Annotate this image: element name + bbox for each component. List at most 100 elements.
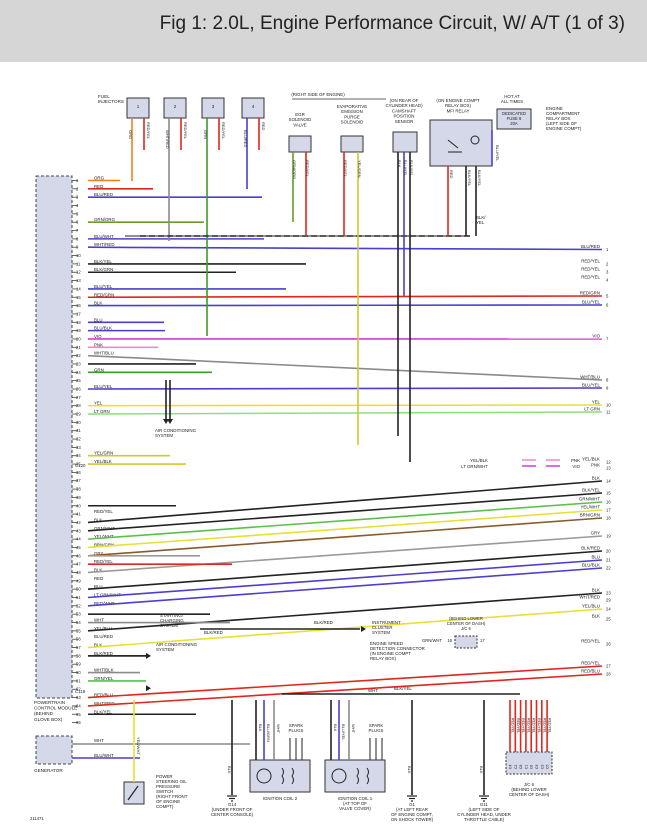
pcm-pin-number: 22 (76, 353, 81, 358)
cam-position-label: (ON REAR OF (390, 98, 419, 103)
right-wire-label: RED/GRN (580, 291, 600, 296)
injector-wire-label: RED (261, 122, 266, 131)
mfi-relay-label: MFI RELAY (447, 108, 470, 113)
ignition-coil-1-label: (AT TOP OF (343, 801, 367, 806)
horizontal-wire (87, 295, 603, 299)
pcm-pin-number: 33 (76, 445, 81, 450)
injector-wire-label: GRN (203, 130, 208, 139)
pcm-pin-wire-label: LT GRN (94, 409, 110, 414)
mid-connector-left-label: LT GRN/WHT (461, 464, 488, 469)
pcm-pin-number: 36 (76, 470, 81, 475)
right-wire-number: 5 (606, 294, 609, 299)
pcm-pin-number: 54 (76, 620, 81, 625)
jc6-wire-label: RED/YEL (526, 718, 530, 733)
injector-number: 4 (252, 104, 255, 109)
injector-wire-label: RED/YEL (221, 122, 226, 140)
pcm-pin-number: 53 (76, 612, 81, 617)
pcm-pin-number: 29 (76, 412, 81, 417)
egr-solenoid-valve (288, 135, 312, 153)
horizontal-wire (87, 535, 603, 574)
pcm-pin-number: 11 (76, 261, 81, 266)
pcm-pin-wire-label: BLU/YEL (94, 384, 113, 389)
right-wire-number: 13 (606, 466, 611, 471)
right-wire-number: 17 (606, 508, 611, 513)
pcm-pin-number: 24 (76, 370, 81, 375)
g1-label: (AT LEFT REAR (396, 807, 428, 812)
pcm-pin-wire-label: BLK (94, 567, 102, 572)
pcm-pin-wire-label: GRN/WHT (94, 526, 115, 531)
right-wire-label: RED/YEL (581, 259, 600, 264)
egr-valve-label: SOLENOID (289, 117, 312, 122)
ground-wire-label: BLK (227, 766, 232, 774)
jc6-pin-label: C1 (524, 765, 528, 769)
pcm-pin-wire-label: BRN/GRN (94, 542, 114, 547)
fuse-label: FUSE 8 (507, 116, 522, 121)
connector-c120-label: C120 (75, 463, 86, 468)
right-wire-number: 26 (606, 642, 611, 647)
engine-speed-connector-label: (IN ENGINE COMPT (370, 651, 411, 656)
pcm-pin-number: 42 (76, 520, 81, 525)
pcm-pin-number: 26 (76, 387, 81, 392)
pcm-pin-wire-label: BLK (94, 517, 102, 522)
right-wire-label: BLU (591, 555, 600, 560)
pcm-pin-number: 40 (76, 503, 81, 508)
ps-switch-label: PRESSURE (156, 784, 180, 789)
right-wire-label: BLU/RED (581, 244, 600, 249)
jc6-label: CENTER OF DASH) (509, 792, 550, 797)
pcm-pin-number: 10 (76, 253, 81, 258)
pcm-pin-number: 12 (76, 270, 81, 275)
right-wire-number: 21 (606, 558, 611, 563)
relay-coil (470, 135, 480, 145)
pcm-pin-number: 48 (76, 570, 81, 575)
right-wire-number: 2 (606, 262, 609, 267)
jc6-pin-label: C8 (519, 765, 523, 769)
starting-charging-label: STARTING/ (160, 613, 184, 618)
pcm-pin-number: 41 (76, 512, 81, 517)
right-wire-number: 6 (606, 303, 609, 308)
right-wire-label: LT GRN (584, 407, 600, 412)
right-wire-label: WHT/BLU (580, 375, 600, 380)
pcm-pin-number: 34 (76, 453, 81, 458)
relay-wire-label: BLK/YEL (477, 170, 482, 187)
right-wire-label: BLK (592, 476, 600, 481)
pcm-pin-wire-label: RED/BLU (94, 693, 113, 698)
diagram-title: Fig 1: 2.0L, Engine Performance Circuit,… (159, 13, 625, 34)
pcm-pin-wire-label: BLK/YEL (94, 259, 112, 264)
right-wire-number: 1 (606, 247, 609, 252)
ac-arrow (167, 419, 173, 424)
pcm-pin-number: 52 (76, 603, 81, 608)
pcm-pin-wire-label: WHT/BLU (94, 351, 114, 356)
engine-compartment-label: COMPARTMENT (546, 111, 580, 116)
ps-switch-label: SWITCH (156, 789, 173, 794)
engine-compartment-label: ENGINE (546, 106, 563, 111)
right-wire-number: 10 (606, 403, 611, 408)
horizontal-wire (87, 304, 603, 307)
right-wire-label: YEL (592, 400, 601, 405)
jc6-label: (BEHIND LOWER (511, 787, 546, 792)
pcm-pin-number: 57 (76, 645, 81, 650)
pcm-pin-number: 60 (76, 670, 81, 675)
pcm-pin-number: 38 (76, 487, 81, 492)
evap-solenoid-label: SOLENOID (341, 120, 364, 125)
right-wire-label: PNK (591, 463, 600, 468)
right-side-engine-label: (RIGHT SIDE OF ENGINE) (291, 92, 345, 97)
spark-plugs-label-2: PLUGS (369, 728, 384, 733)
wht-label: WHT (368, 688, 378, 693)
jc6-pin-label: C2 (514, 765, 518, 769)
horizontal-wire (87, 246, 603, 251)
pcm-pin-wire-label: LT GRN/WHT (94, 593, 121, 598)
horizontal-wire (87, 501, 603, 540)
horizontal-wire (87, 592, 603, 632)
pcm-pin-number: 46 (76, 553, 81, 558)
pcm-pin-number: 47 (76, 562, 81, 567)
g11-label: (LEFT SIDE OF (469, 807, 500, 812)
coil-1-winding (356, 767, 369, 785)
coil-1-wire-label: BLU/YEL (341, 724, 346, 741)
jc-connector (454, 635, 478, 649)
pcm-pin-number: 20 (76, 336, 81, 341)
horizontal-wire (87, 354, 603, 381)
fuel-injector (163, 97, 187, 119)
right-wire-number: 3 (606, 270, 609, 275)
cam-wire-label: BLU/YEL (403, 160, 408, 177)
cam-position-label: POSITION (394, 114, 415, 119)
